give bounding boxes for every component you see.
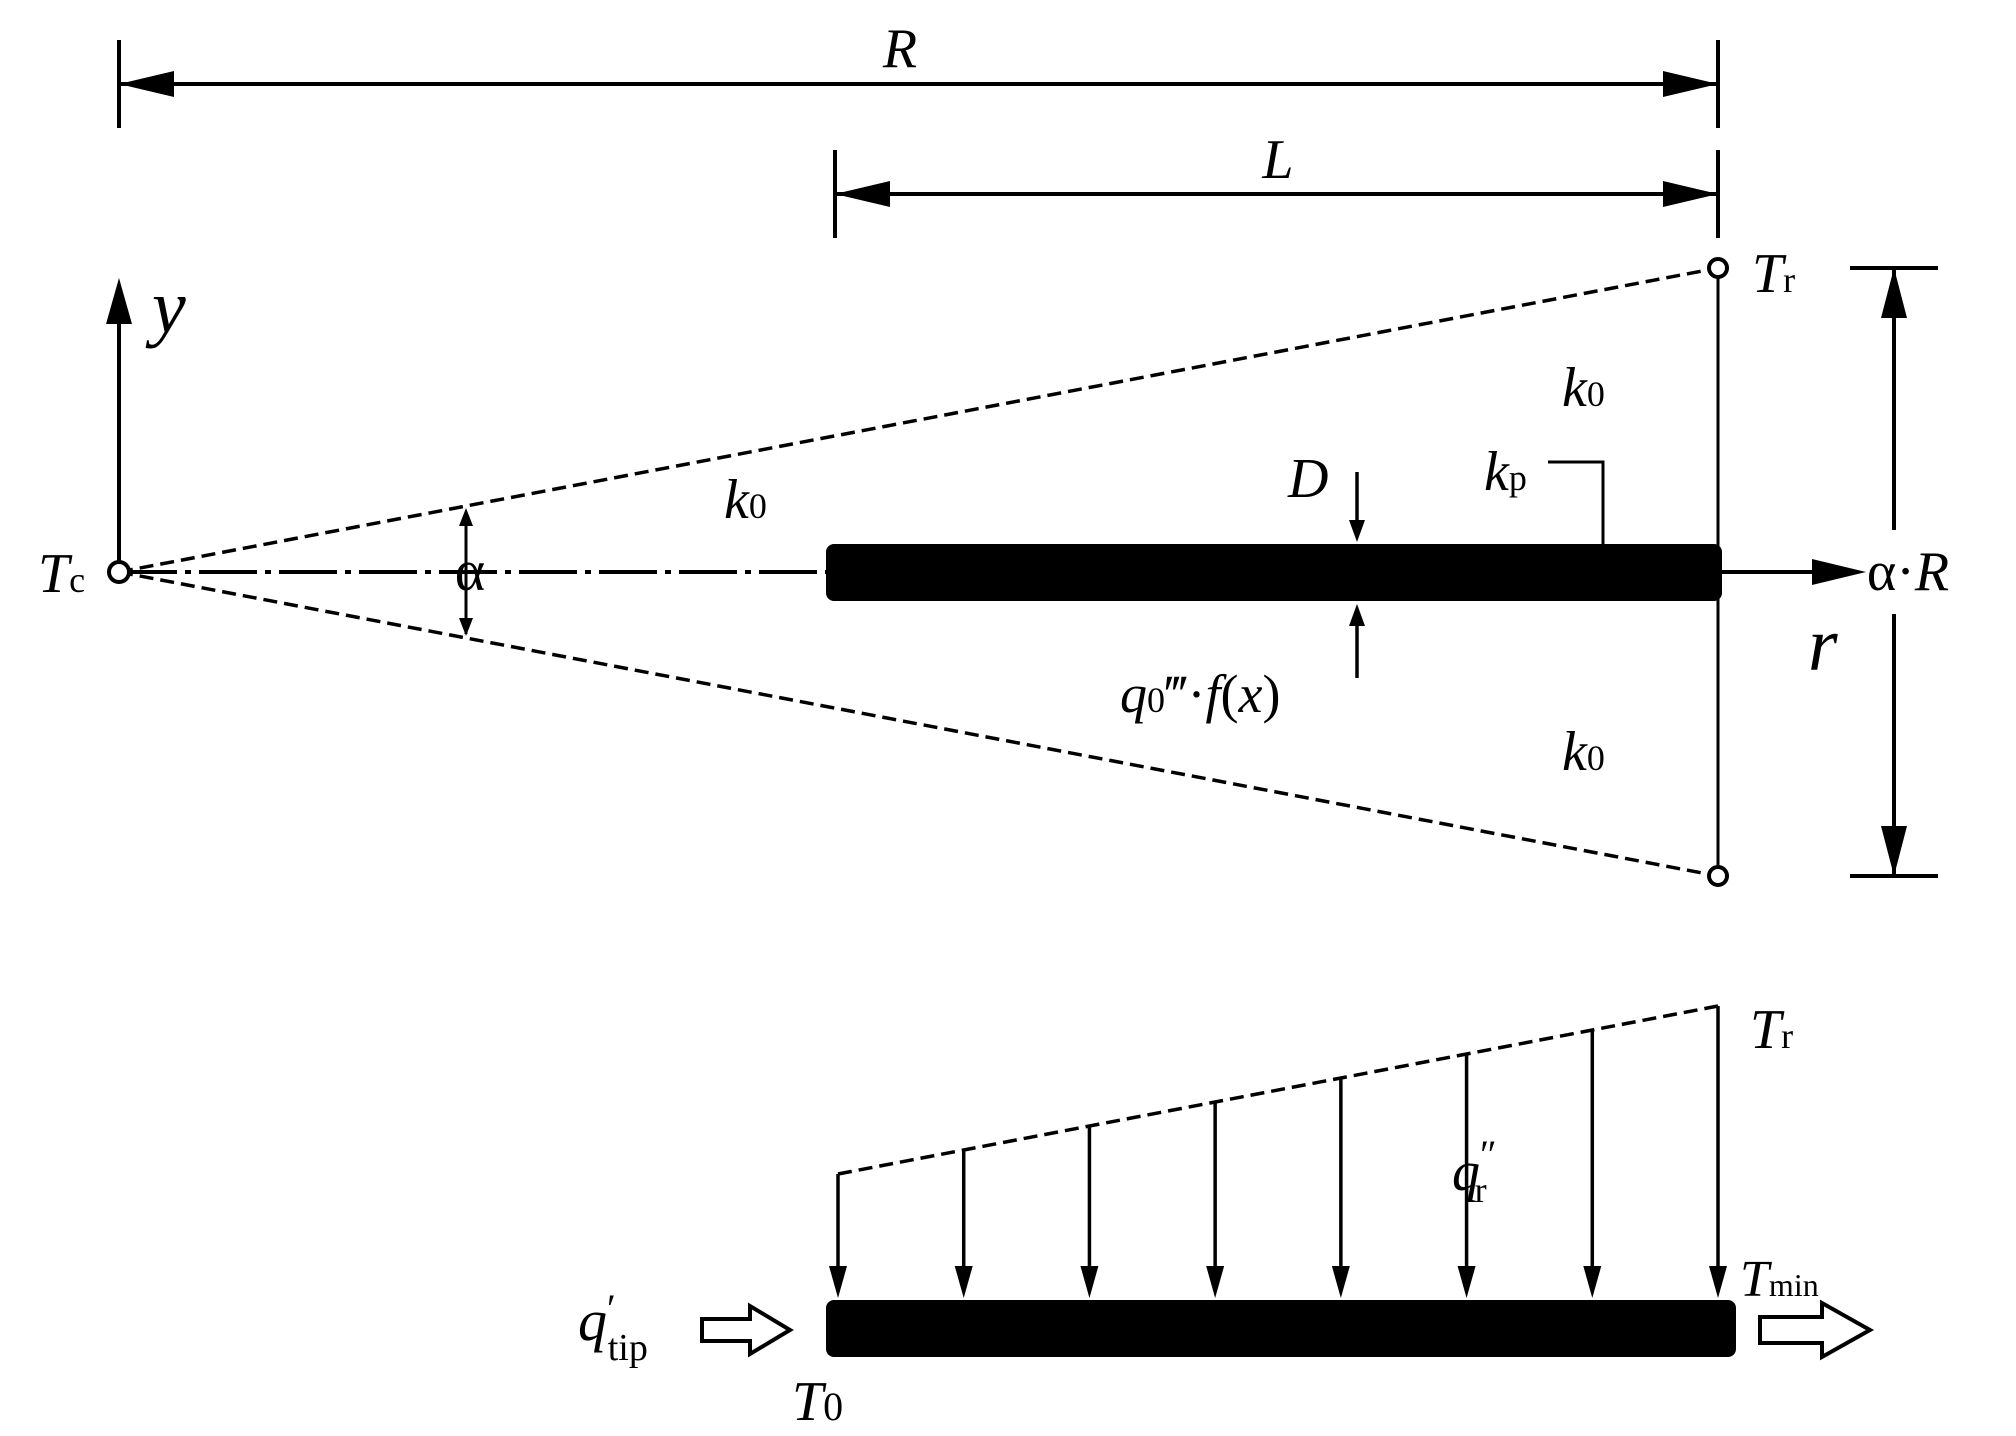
label-k0-bottom: k0 xyxy=(1562,721,1605,783)
label-q-tip: q′tip xyxy=(578,1286,648,1369)
fin-bar xyxy=(826,544,1722,601)
label-y: y xyxy=(145,265,186,349)
label-T-min: Tmin xyxy=(1740,1251,1819,1308)
label-r: r xyxy=(1808,603,1838,687)
label-k0-top: k0 xyxy=(1562,357,1605,419)
flux-arrow-head xyxy=(1080,1266,1099,1298)
flux-arrow-head xyxy=(954,1266,973,1298)
label-D: D xyxy=(1287,448,1328,510)
dimension-L: L xyxy=(833,129,1720,238)
label-L: L xyxy=(1261,129,1293,191)
label-q-r: q″r xyxy=(1452,1132,1497,1210)
outlet-heat-arrow xyxy=(1758,1299,1875,1361)
label-k0-left: k0 xyxy=(724,469,767,531)
fin-bar-lower xyxy=(826,1300,1736,1357)
outer-node-top xyxy=(1707,257,1729,279)
thickness-D: D xyxy=(1287,448,1365,678)
kp-leader xyxy=(1548,460,1605,544)
center-node xyxy=(107,560,131,584)
flux-profile xyxy=(837,1004,1719,1176)
label-q0-f-x: q0‴·f(x) xyxy=(1120,664,1280,724)
angle-alpha: α xyxy=(455,508,485,636)
flux-arrow-head xyxy=(829,1266,847,1298)
dimension-alpha-R xyxy=(1850,266,1938,878)
y-axis: y xyxy=(106,265,186,572)
flux-arrows xyxy=(829,1006,1727,1298)
flux-arrow-head xyxy=(1457,1266,1476,1298)
flux-arrow-head xyxy=(1331,1266,1350,1298)
flux-arrow-head xyxy=(1583,1266,1602,1298)
label-T-r-bottom: Tr xyxy=(1750,999,1793,1061)
flux-arrow-head xyxy=(1709,1266,1727,1298)
label-R: R xyxy=(882,18,917,80)
label-T-c: Tc xyxy=(38,543,85,605)
r-axis: r xyxy=(119,559,1866,687)
outer-node-bottom xyxy=(1707,865,1729,887)
dimension-R: R xyxy=(117,18,1720,128)
tip-heat-arrow xyxy=(700,1302,794,1358)
label-T-0: T0 xyxy=(792,1371,843,1433)
label-alpha-R: α·R xyxy=(1867,541,1949,603)
flux-arrow-head xyxy=(1206,1266,1225,1298)
label-T-r-top: Tr xyxy=(1752,243,1795,305)
label-alpha: α xyxy=(455,538,485,603)
label-k-p: kp xyxy=(1484,441,1527,503)
